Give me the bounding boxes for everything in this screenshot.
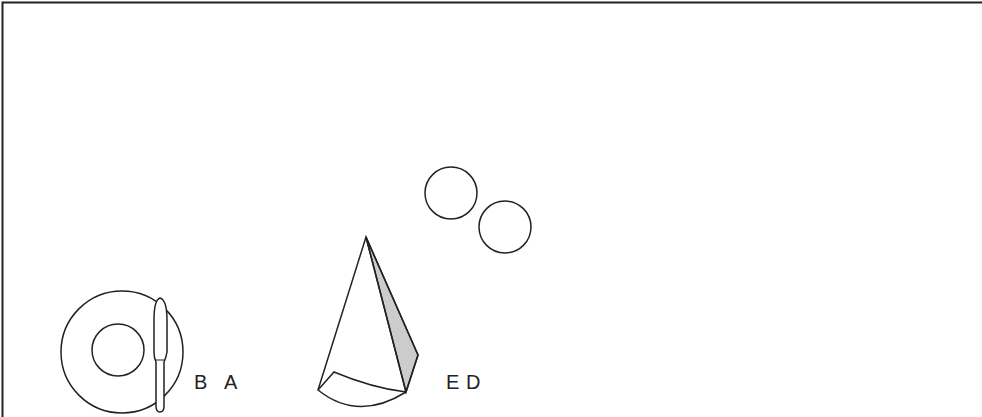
cone-base-fold [318,372,406,392]
plate-center [92,324,144,376]
part-letter: B [194,372,207,392]
cone-shaded-face [366,237,418,392]
part-letter: D [466,372,480,392]
part-letter: E [446,372,459,392]
cone-outline [318,237,418,407]
cone-edge [366,237,406,392]
knife [154,298,167,412]
knife-bolster [156,360,164,361]
circle [425,167,477,219]
part-letter: A [224,372,237,392]
circle [479,201,531,253]
plate-rim [61,291,183,413]
frame-border [3,3,982,417]
